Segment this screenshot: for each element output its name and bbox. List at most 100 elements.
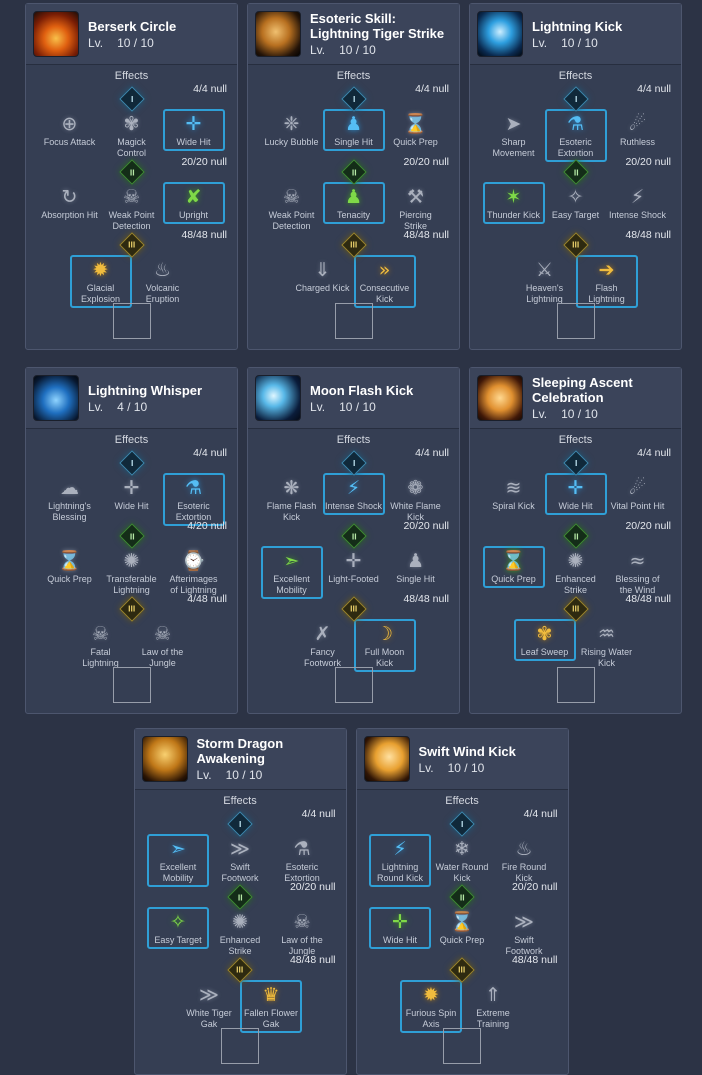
effect-single-hit[interactable]: ♟Single Hit <box>322 109 385 152</box>
effect-law-of-the-jungle[interactable]: ☠Law of the Jungle <box>132 619 194 672</box>
empty-effect-slot[interactable] <box>334 303 373 339</box>
effect-leaf-sweep[interactable]: ✾Leaf Sweep <box>513 619 576 662</box>
tier-points-counter: 48/48 null <box>511 954 558 967</box>
effect-single-hit[interactable]: ♟Single Hit <box>385 546 447 588</box>
easy-target-icon: ✧ <box>170 911 186 934</box>
tier-numeral: III <box>127 239 136 250</box>
effect-sharp-movement[interactable]: ➤Sharp Movement <box>483 109 545 162</box>
effect-wide-hit[interactable]: ✛Wide Hit <box>101 473 163 515</box>
empty-effect-slot[interactable] <box>221 1028 259 1064</box>
effect-label: Wide Hit <box>176 137 211 148</box>
effect-swift-footwork[interactable]: ≫Swift Footwork <box>209 834 271 887</box>
empty-effect-slot[interactable] <box>334 667 373 703</box>
effect-white-tiger-gak[interactable]: ≫White Tiger Gak <box>178 980 240 1033</box>
effect-tenacity[interactable]: ♟Tenacity <box>322 182 385 225</box>
effect-esoteric-extortion[interactable]: ⚗Esoteric Extortion <box>544 109 607 163</box>
skill-level: Lv.10 / 10 <box>532 407 674 421</box>
effect-quick-prep[interactable]: ⌛Quick Prep <box>482 546 545 589</box>
effect-magick-control[interactable]: ✾Magick Control <box>101 109 163 162</box>
effect-furious-spin-axis[interactable]: ✹Furious Spin Axis <box>400 980 462 1034</box>
effect-glacial-explosion[interactable]: ✹Glacial Explosion <box>69 255 132 309</box>
effect-fallen-flower-gak[interactable]: ♛Fallen Flower Gak <box>240 980 302 1034</box>
skill-card-header: Berserk Circle Lv.10 / 10 <box>26 4 237 65</box>
tier-numeral: II <box>237 891 243 902</box>
effect-absorption-hit[interactable]: ↻Absorption Hit <box>39 182 101 224</box>
empty-effect-slot[interactable] <box>443 1028 481 1064</box>
effect-thunder-kick[interactable]: ✶Thunder Kick <box>482 182 545 225</box>
effect-label: Flame Flash Kick <box>266 501 317 523</box>
effect-consecutive-kick[interactable]: »Consecutive Kick <box>353 255 416 309</box>
effect-extreme-training[interactable]: ⇑Extreme Training <box>462 980 524 1033</box>
empty-effect-slot[interactable] <box>112 303 151 339</box>
heaven-s-lightning-icon: ⚔ <box>535 259 554 282</box>
effect-wide-hit[interactable]: ✛Wide Hit <box>544 473 607 516</box>
effects-row: ✛Wide Hit⌛Quick Prep≫Swift Footwork <box>365 907 560 956</box>
tier-iii-diamond-icon: III <box>340 595 367 622</box>
effect-flash-lightning[interactable]: ➔Flash Lightning <box>575 255 638 309</box>
effect-lightning-round-kick[interactable]: ⚡Lightning Round Kick <box>369 834 431 888</box>
effect-easy-target[interactable]: ✧Easy Target <box>545 182 607 224</box>
tier-points-counter: 4/4 null <box>193 447 227 460</box>
effect-vital-point-hit[interactable]: ☄Vital Point Hit <box>607 473 669 515</box>
effect-fancy-footwork[interactable]: ✗Fancy Footwork <box>292 619 354 672</box>
effect-spiral-kick[interactable]: ≋Spiral Kick <box>483 473 545 515</box>
effect-esoteric-extortion[interactable]: ⚗Esoteric Extortion <box>271 834 333 887</box>
effect-esoteric-extortion[interactable]: ⚗Esoteric Extortion <box>162 473 225 527</box>
effect-ruthless[interactable]: ☄Ruthless <box>607 109 669 151</box>
effect-excellent-mobility[interactable]: ➣Excellent Mobility <box>260 546 323 600</box>
effect-lightning-s-blessing[interactable]: ☁Lightning's Blessing <box>39 473 101 526</box>
tier-iii-header: 48/48 null III <box>365 954 560 983</box>
effect-afterimages-of-lightning[interactable]: ⌚Afterimages of Lightning <box>163 546 225 599</box>
effect-enhanced-strike[interactable]: ✺Enhanced Strike <box>209 907 271 960</box>
skill-level: Lv.10 / 10 <box>197 768 339 782</box>
skill-card-title-block: Sleeping Ascent Celebration Lv.10 / 10 <box>532 375 674 421</box>
effect-water-round-kick[interactable]: ❄Water Round Kick <box>431 834 493 887</box>
effects-row: ☠Weak Point Detection♟Tenacity⚒Piercing … <box>256 182 451 231</box>
empty-effect-slot[interactable] <box>556 303 595 339</box>
effect-easy-target[interactable]: ✧Easy Target <box>147 907 209 950</box>
effect-light-footed[interactable]: ✛Light-Footed <box>323 546 385 588</box>
effect-focus-attack[interactable]: ⊕Focus Attack <box>39 109 101 151</box>
effect-intense-shock[interactable]: ⚡Intense Shock <box>322 473 385 516</box>
effect-heaven-s-lightning[interactable]: ⚔Heaven's Lightning <box>514 255 576 308</box>
effect-upright[interactable]: ✘Upright <box>162 182 225 225</box>
effect-quick-prep[interactable]: ⌛Quick Prep <box>385 109 447 151</box>
effect-full-moon-kick[interactable]: ☽Full Moon Kick <box>353 619 416 673</box>
tier-points-counter: 4/4 null <box>193 83 227 96</box>
effect-quick-prep[interactable]: ⌛Quick Prep <box>431 907 493 949</box>
effect-lucky-bubble[interactable]: ❈Lucky Bubble <box>261 109 323 151</box>
effect-rising-water-kick[interactable]: ♒Rising Water Kick <box>576 619 638 672</box>
effect-white-flame-kick[interactable]: ❁White Flame Kick <box>385 473 447 526</box>
effect-quick-prep[interactable]: ⌛Quick Prep <box>39 546 101 588</box>
level-value: 10 / 10 <box>117 35 154 50</box>
effect-wide-hit[interactable]: ✛Wide Hit <box>162 109 225 152</box>
effect-piercing-strike[interactable]: ⚒Piercing Strike <box>385 182 447 235</box>
empty-effect-slot[interactable] <box>112 667 151 703</box>
effect-law-of-the-jungle[interactable]: ☠Law of the Jungle <box>271 907 333 960</box>
empty-effect-slot[interactable] <box>556 667 595 703</box>
tier-iii-diamond-icon: III <box>449 956 475 983</box>
effect-flame-flash-kick[interactable]: ❋Flame Flash Kick <box>261 473 323 526</box>
effect-excellent-mobility[interactable]: ➣Excellent Mobility <box>147 834 209 888</box>
effect-swift-footwork[interactable]: ≫Swift Footwork <box>493 907 555 960</box>
skill-card-moon-flash-kick: Moon Flash Kick Lv.10 / 10 Effects 4/4 n… <box>247 367 460 714</box>
effect-label: Intense Shock <box>324 501 383 512</box>
effect-volcanic-eruption[interactable]: ♨Volcanic Eruption <box>132 255 194 308</box>
effect-enhanced-strike[interactable]: ✺Enhanced Strike <box>545 546 607 599</box>
effect-transferable-lightning[interactable]: ✺Transferable Lightning <box>101 546 163 599</box>
effect-label: Blessing of the Wind <box>615 574 660 596</box>
effect-charged-kick[interactable]: ⇓Charged Kick <box>292 255 354 297</box>
tier-ii-diamond-icon: II <box>118 158 145 185</box>
effect-wide-hit[interactable]: ✛Wide Hit <box>369 907 431 950</box>
effect-weak-point-detection[interactable]: ☠Weak Point Detection <box>101 182 163 235</box>
effect-label: Swift Footwork <box>505 935 543 957</box>
effect-fire-round-kick[interactable]: ♨Fire Round Kick <box>493 834 555 887</box>
effect-fatal-lightning[interactable]: ☠Fatal Lightning <box>70 619 132 672</box>
effect-blessing-of-the-wind[interactable]: ≈Blessing of the Wind <box>607 546 669 599</box>
storm-dragon-awakening-skill-icon <box>141 736 188 782</box>
effect-weak-point-detection[interactable]: ☠Weak Point Detection <box>261 182 323 235</box>
effect-intense-shock[interactable]: ⚡Intense Shock <box>607 182 669 224</box>
